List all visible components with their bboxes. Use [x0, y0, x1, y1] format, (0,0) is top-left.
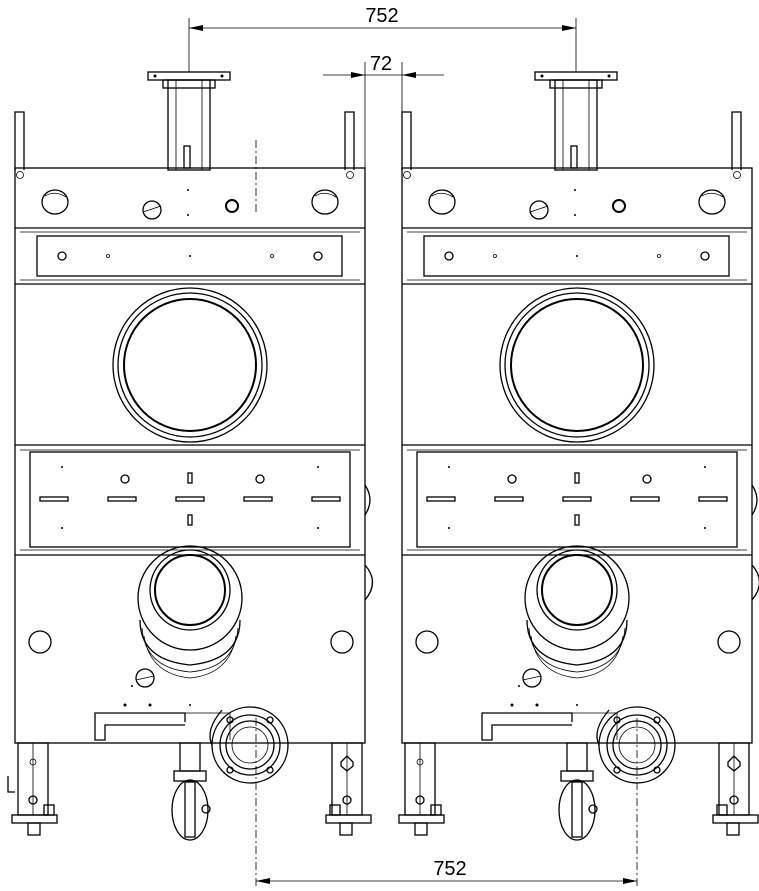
dimension-gap: 72 — [323, 53, 444, 168]
pump-unit-right — [398, 71, 759, 841]
dimension-gap-label: 72 — [370, 53, 392, 75]
dimension-bottom-label: 752 — [433, 858, 466, 880]
dimension-top: 752 — [188, 5, 577, 72]
dimension-bottom: 752 — [255, 718, 638, 888]
dimension-top-label: 752 — [365, 5, 398, 27]
pump-unit-left — [11, 71, 374, 841]
edge-mark — [7, 776, 15, 793]
